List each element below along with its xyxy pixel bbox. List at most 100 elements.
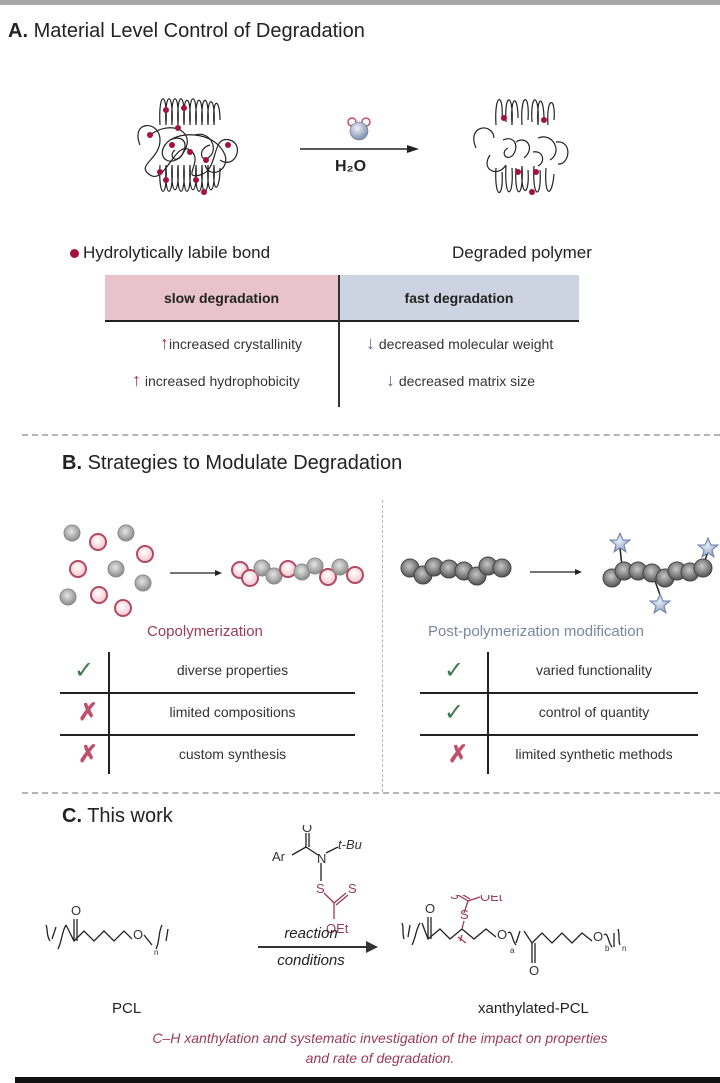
cross-icon: ✗ (448, 741, 469, 768)
post-polymerization-illustration (400, 531, 720, 615)
labile-bond-dot-icon (70, 249, 79, 259)
reagent-tbu: t-Bu (338, 837, 362, 852)
star-icon (648, 592, 672, 615)
table-header-rule (105, 320, 579, 322)
intact-polymer-illustration (137, 98, 238, 195)
arrow-label-reaction: reaction (284, 925, 338, 942)
polymer-chains (137, 98, 238, 192)
pros-cons-row-rule (60, 734, 355, 736)
reagent-carbonyl-o: O (302, 825, 312, 835)
parent-polymer-chain (400, 556, 512, 586)
slow-item-text: increased crystallinity (169, 336, 303, 352)
table-divider (338, 275, 340, 407)
reagent-oet: OEt (326, 921, 349, 935)
product-s-link: S (460, 907, 469, 922)
fast-header-text: fast degradation (404, 290, 514, 306)
xanthylated-pcl-structure: O S OEt S O a O O b n (401, 895, 626, 978)
legend-labile-bond: Hydrolytically labile bond (70, 243, 270, 263)
copolymerization-label: Copolymerization (147, 623, 263, 640)
section-divider-b-c (22, 792, 720, 794)
fast-item-row: ↓ decreased molecular weight (366, 333, 553, 354)
functional-group-star-icons (608, 531, 720, 615)
product-repeat-n: n (622, 944, 626, 953)
panel-c-letter: C. (62, 805, 82, 827)
reagent-ar: Ar (272, 849, 286, 864)
product-repeat-a: a (510, 946, 515, 955)
check-icon: ✓ (444, 699, 465, 726)
panel-a-title-text: Material Level Control of Degradation (33, 20, 365, 42)
reagent-n: N (317, 851, 326, 866)
panel-c-title: C. This work (62, 805, 173, 828)
slow-header-text: slow degradation (163, 290, 280, 306)
pro-con-text: limited compositions (169, 704, 296, 720)
copolymerization-pros-cons: ✓ ✗ ✗ diverse properties limited composi… (60, 650, 355, 776)
pros-cons-vertical-rule (487, 652, 489, 774)
down-arrow-icon: ↓ (366, 333, 375, 353)
pros-cons-vertical-rule (108, 652, 110, 774)
section-divider-a-b (22, 434, 720, 436)
top-rule (0, 0, 720, 5)
pro-con-text: control of quantity (538, 704, 650, 720)
slow-item-row: ↑ increased hydrophobicity (132, 370, 300, 391)
labile-bond-dots (147, 105, 231, 195)
summary-note-line-2: and rate of degradation. (305, 1050, 455, 1066)
product-carbonyl-o-top: O (425, 901, 435, 916)
pros-cons-row-rule (420, 692, 698, 694)
c-reaction-arrow-head (366, 941, 378, 953)
check-icon: ✓ (74, 657, 95, 684)
check-icon: ✓ (444, 657, 465, 684)
arrow-label-conditions: conditions (277, 952, 345, 969)
water-label: H₂O (335, 158, 367, 175)
pro-con-text: limited synthetic methods (515, 746, 673, 762)
panel-b-title-text: Strategies to Modulate Degradation (87, 452, 403, 474)
star-icon (608, 531, 632, 554)
degraded-polymer-illustration (473, 99, 569, 195)
summary-note: C–H xanthylation and systematic investig… (40, 1028, 720, 1068)
star-icon (696, 536, 720, 559)
degraded-polymer-label: Degraded polymer (452, 243, 592, 262)
up-arrow-icon: ↑ (132, 370, 141, 390)
pro-con-text: varied functionality (536, 662, 652, 678)
slow-degradation-header: slow degradation (105, 275, 338, 321)
copolymer-chain (231, 557, 364, 587)
product-carbonyl-o-bottom: O (529, 963, 539, 978)
panel-a-title: A. Material Level Control of Degradation (8, 20, 365, 43)
pcl-left-bracket (45, 924, 67, 950)
summary-note-line-1: C–H xanthylation and systematic investig… (152, 1030, 608, 1046)
post-polymerization-pros-cons: ✓ ✓ ✗ varied functionality control of qu… (420, 650, 718, 776)
xanthylated-pcl-label: xanthylated-PCL (478, 1000, 589, 1017)
down-arrow-icon: ↓ (386, 370, 395, 390)
xanthylamide-reagent-structure: O Ar N t-Bu S S OEt (272, 825, 362, 935)
product-oet: OEt (480, 895, 503, 904)
slow-item-text: increased hydrophobicity (144, 373, 300, 389)
product-ester-o-2: O (593, 929, 603, 944)
pcl-right-bracket (143, 924, 169, 950)
remaining-labile-dots (501, 115, 547, 195)
pcl-structure: O O n (45, 905, 169, 957)
pcl-ester-o: O (133, 927, 143, 942)
pro-con-text: custom synthesis (178, 746, 287, 762)
modification-arrow-head (575, 569, 582, 575)
pcl-repeat-n: n (154, 948, 158, 957)
fragmented-chains (473, 99, 569, 193)
reaction-arrow-head (407, 145, 419, 153)
product-backbone-1 (421, 922, 463, 941)
panel-a-letter: A. (8, 20, 28, 42)
panel-c-title-text: This work (87, 805, 173, 827)
fast-item-row: ↓ decreased matrix size (386, 370, 535, 391)
cross-icon: ✗ (78, 699, 99, 726)
water-molecule-icon (347, 117, 371, 141)
up-arrow-icon: ↑ (160, 333, 169, 353)
pcl-label: PCL (112, 1000, 142, 1017)
product-backbone-2 (461, 928, 497, 940)
pros-cons-row-rule (420, 734, 698, 736)
cross-icon: ✗ (78, 741, 99, 768)
fast-degradation-header: fast degradation (339, 275, 579, 321)
product-s-thione: S (450, 895, 459, 902)
monomer-cloud (59, 524, 154, 617)
bottom-rule (15, 1077, 720, 1083)
panel-b-title: B. Strategies to Modulate Degradation (62, 452, 402, 475)
panel-b-center-divider (382, 500, 383, 792)
slow-item-row: ↑increased crystallinity (160, 333, 302, 354)
post-polymerization-label: Post-polymerization modification (428, 623, 644, 640)
